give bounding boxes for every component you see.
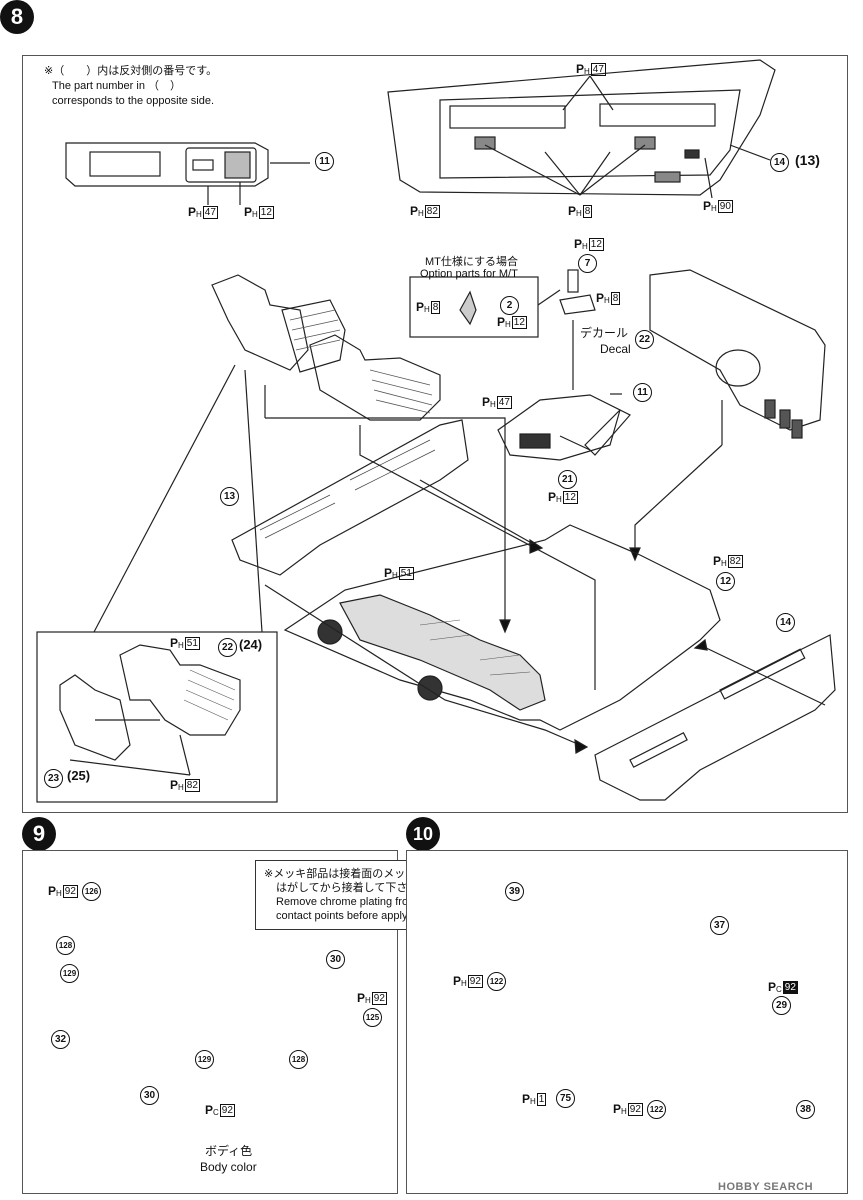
door-panel-shape (387, 59, 776, 196)
rear-bench (339, 594, 546, 711)
part-122-a: 122 (487, 972, 506, 991)
part-129-b: 129 (195, 1050, 214, 1069)
front-seat-left (211, 274, 309, 371)
part-24-paren: (24) (239, 637, 263, 652)
part-125: 125 (363, 1008, 382, 1027)
mt-option-jp: MT仕様にする場合 (425, 256, 518, 268)
chrome-note-en-1: Remove chrome plating from the (276, 896, 436, 908)
part-14-sill: 14 (776, 613, 795, 632)
part-75: 75 (556, 1089, 575, 1108)
floor-pan-12 (283, 524, 721, 731)
part-13: 13 (220, 487, 239, 506)
part-30-inset: 30 (140, 1086, 159, 1105)
rear-seat-back-13 (231, 419, 469, 576)
opposite-side-note-en-1: The part number in （ ） (52, 80, 181, 92)
part-13-paren: (13) (795, 152, 820, 168)
part-122-b: 122 (647, 1100, 666, 1119)
step-8-badge: 8 (0, 0, 34, 34)
part-7: 7 (578, 254, 597, 273)
part-25-paren: (25) (67, 768, 91, 783)
part-129-a: 129 (60, 964, 79, 983)
side-sill-14 (594, 634, 836, 801)
part-126: 126 (82, 882, 101, 901)
decal-label-jp: デカール (580, 326, 629, 340)
body-color-en: Body color (200, 1160, 257, 1174)
part-37: 37 (710, 916, 729, 935)
chrome-note-jp-2: はがしてから接着して下さい。 (276, 882, 430, 894)
part-11-console: 11 (633, 383, 652, 402)
part-38: 38 (796, 1100, 815, 1119)
part-12: 12 (716, 572, 735, 591)
chrome-note-box: ※メッキ部品は接着面のメッキを はがしてから接着して下さい。 Remove ch… (255, 860, 497, 930)
dashboard-shape (649, 269, 826, 431)
part-30: 30 (326, 950, 345, 969)
step-10-badge: 10 (406, 817, 440, 851)
center-console-11 (497, 394, 621, 461)
body-color-jp: ボディ色 (205, 1144, 253, 1158)
inset-seat-box (36, 631, 278, 803)
part-29: 29 (772, 996, 791, 1015)
part-128-a: 128 (56, 936, 75, 955)
part-2: 2 (500, 296, 519, 315)
step-10-panel (406, 850, 848, 1194)
part-23: 23 (44, 769, 63, 788)
mt-box-frame (409, 276, 539, 338)
decal-label-en: Decal (600, 342, 631, 356)
opposite-side-note-en-2: corresponds to the opposite side. (52, 95, 215, 107)
part-32: 32 (51, 1030, 70, 1049)
part-11-top: 11 (315, 152, 334, 171)
console-recess (89, 151, 161, 177)
part-22-decal: 22 (635, 330, 654, 349)
opposite-side-note-jp: ※（ ）内は反対側の番号です。 (44, 65, 218, 77)
part-14-door: 14 (770, 153, 789, 172)
part-22-seat: 22 (218, 638, 237, 657)
part-21: 21 (558, 470, 577, 489)
part-39: 39 (505, 882, 524, 901)
step-9-badge: 9 (22, 817, 56, 851)
chrome-note-jp-1: ※メッキ部品は接着面のメッキを (264, 868, 428, 880)
hobby-search-watermark: HOBBY SEARCH (718, 1181, 814, 1193)
front-seat-right (309, 334, 441, 421)
part-128-b: 128 (289, 1050, 308, 1069)
console-part-11-shape (65, 142, 269, 187)
mt-option-en: Option parts for M/T (420, 268, 518, 280)
